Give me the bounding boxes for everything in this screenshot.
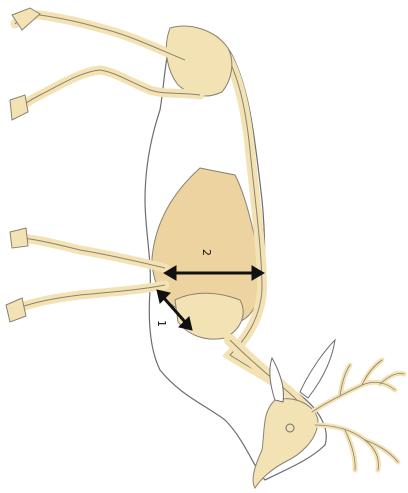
- fore-leg-upper: [22, 238, 165, 268]
- fore-hoof-upper: [10, 228, 28, 248]
- hind-hoof-lower: [10, 95, 28, 120]
- measurement-label-2: 2: [201, 249, 212, 256]
- fore-hoof-lower: [6, 298, 26, 322]
- hind-leg-upper: [15, 15, 185, 60]
- ear-left: [300, 340, 335, 398]
- measurement-label-1: 1: [156, 320, 167, 327]
